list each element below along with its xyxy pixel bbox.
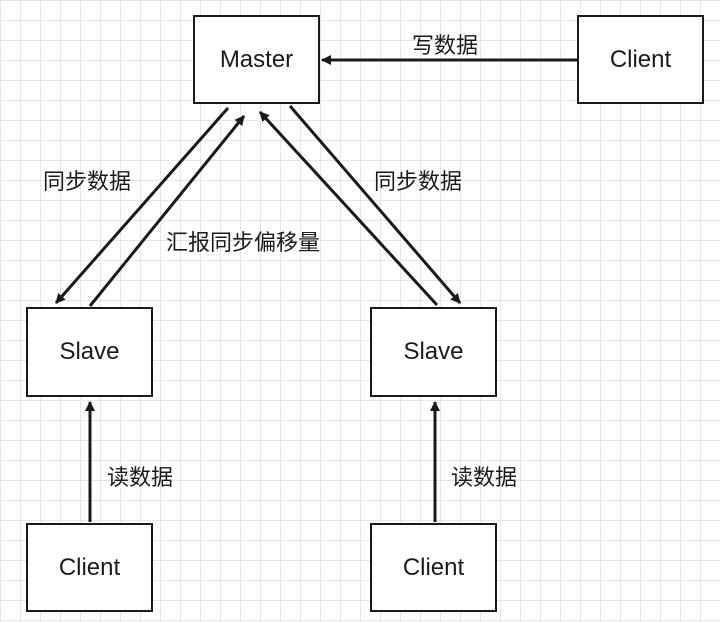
sync-left-label: 同步数据 bbox=[43, 170, 132, 195]
slave-node-right: Slave bbox=[370, 307, 497, 397]
client-node-right: Client bbox=[370, 523, 497, 612]
client-node-left: Client bbox=[26, 523, 153, 612]
sync-right-label: 同步数据 bbox=[374, 170, 463, 195]
read-left-label: 读数据 bbox=[107, 466, 174, 491]
read-right-label: 读数据 bbox=[451, 466, 518, 491]
report-offset-label: 汇报同步偏移量 bbox=[166, 231, 321, 256]
report-offset-right-arrow bbox=[258, 110, 439, 307]
sync-left-arrow bbox=[54, 107, 230, 304]
master-node: Master bbox=[193, 15, 320, 104]
client-node-top: Client bbox=[577, 15, 704, 104]
sync-right-arrow bbox=[288, 105, 462, 304]
write-label: 写数据 bbox=[412, 34, 479, 59]
slave-node-left: Slave bbox=[26, 307, 153, 397]
report-offset-arrow bbox=[88, 115, 246, 307]
